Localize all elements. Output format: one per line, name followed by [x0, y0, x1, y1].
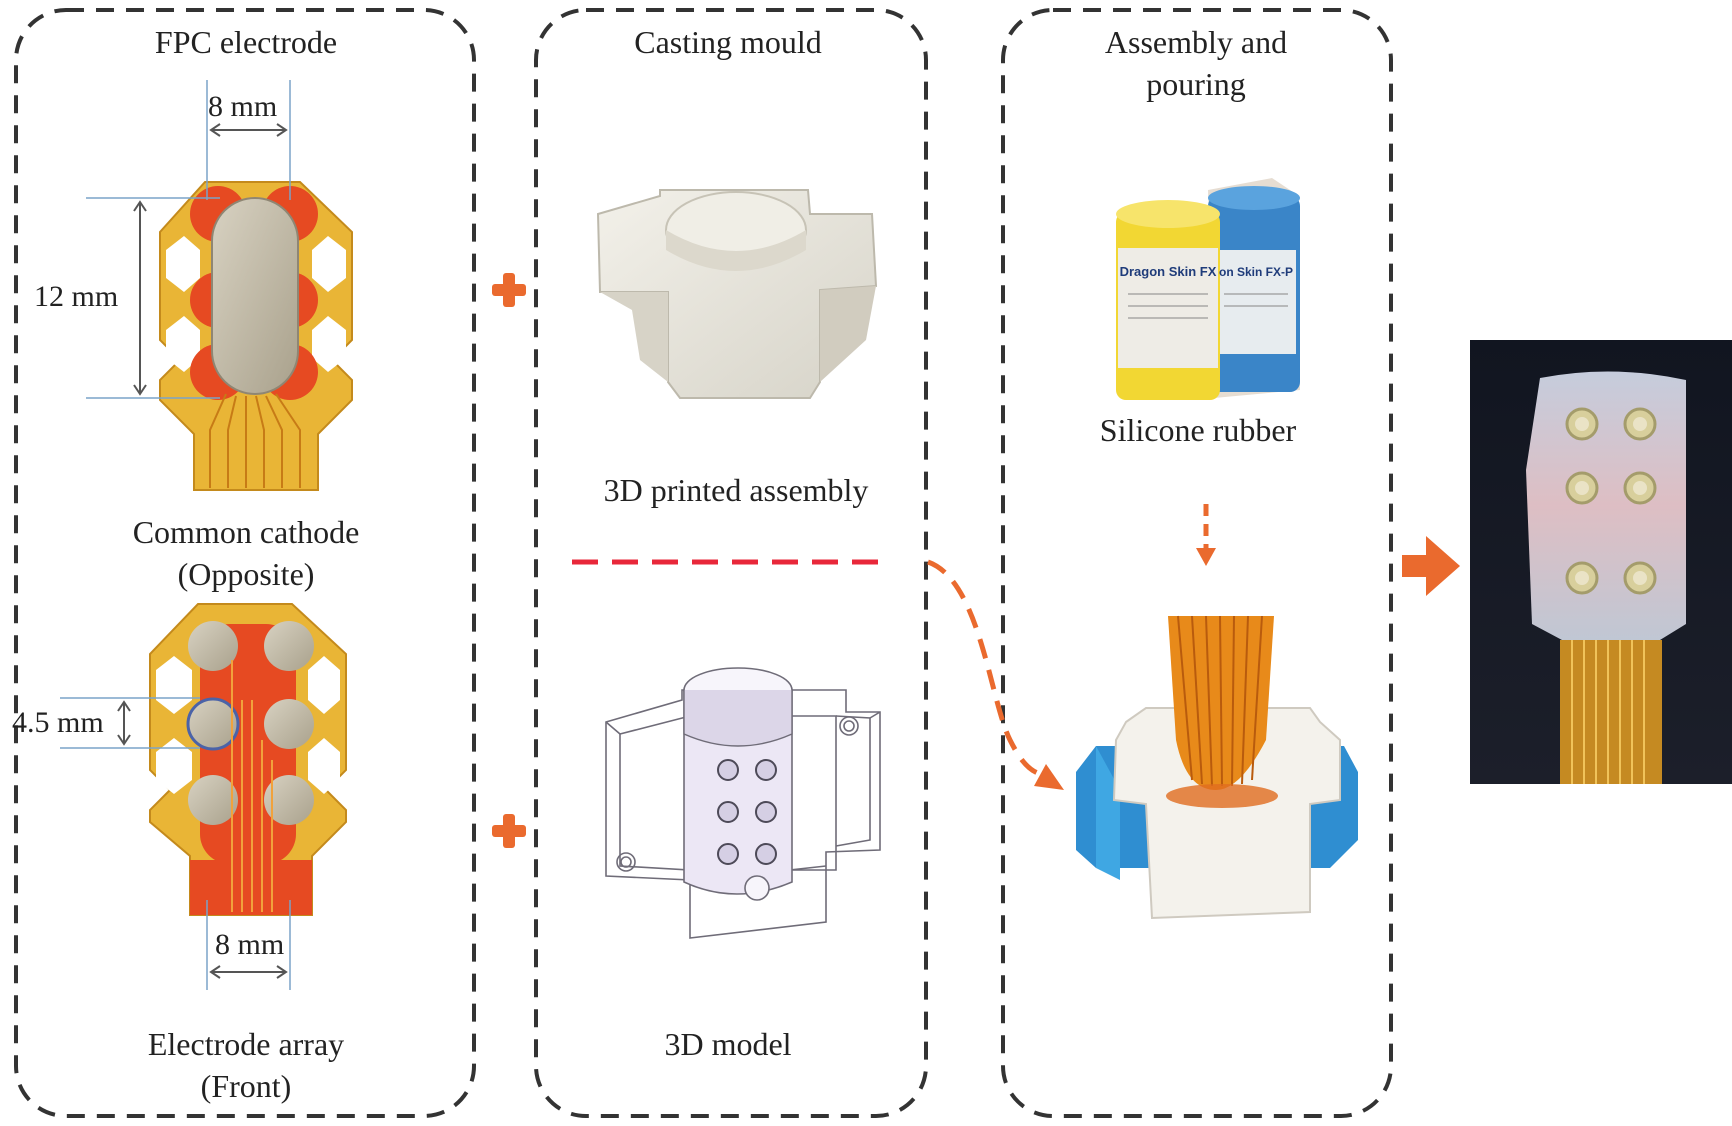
common-cathode-line1: Common cathode: [132, 514, 360, 550]
dimension-arrows-top: [133, 123, 288, 396]
electrode-array-line2: (Front): [200, 1067, 292, 1104]
casting-mould-frame: [534, 8, 928, 1118]
dim-bottom-width-label: 8 mm: [215, 928, 285, 961]
electrode-array-caption: Electrode array (Front): [96, 1024, 396, 1107]
assembly-title-line2: pouring: [1146, 65, 1246, 102]
fpc-electrode-array-image: [149, 603, 347, 916]
left-can-label: Dragon Skin FX: [1120, 264, 1217, 279]
dim-top-width-label: 8 mm: [208, 90, 278, 123]
casting-mould-title: Casting mould: [634, 24, 822, 60]
assembly-pouring-title: Assembly and pouring: [1046, 22, 1346, 105]
dimension-lines-top: [86, 80, 291, 399]
plus-icon-bottom: [492, 814, 526, 848]
plus-icon-top: [492, 273, 526, 307]
silicone-rubber-caption: Silicone rubber: [1099, 412, 1297, 448]
down-arrow-head: [1196, 548, 1216, 566]
fpc-electrode-frame: [14, 8, 476, 1118]
right-can-label: on Skin FX-P: [1219, 265, 1293, 279]
silicone-rubber-image: Dragon Skin FX on Skin FX-P: [1116, 178, 1300, 400]
mould-3d-core: [683, 667, 793, 901]
electrode-array-line1: Electrode array: [147, 1026, 345, 1062]
assembly-title-line1: Assembly and: [1104, 24, 1288, 60]
dim-diameter-label: 4.5 mm: [12, 706, 104, 739]
pouring-assembly-image: [1076, 615, 1358, 920]
right-arrow-icon: [1402, 536, 1460, 596]
fpc-common-cathode-image: [159, 181, 353, 491]
common-cathode-line2: (Opposite): [177, 555, 315, 592]
common-cathode-caption: Common cathode (Opposite): [96, 512, 396, 595]
printed-mould-image: [596, 189, 878, 399]
printed-assembly-caption: 3D printed assembly: [603, 472, 869, 508]
fpc-electrode-title: FPC electrode: [154, 24, 338, 60]
dim-height-label: 12 mm: [34, 280, 119, 313]
final-electrode-photo: [1470, 340, 1732, 784]
model-caption: 3D model: [664, 1026, 792, 1062]
dimension-arrows-bottom: [117, 700, 288, 979]
dimension-lines-bottom: [60, 697, 291, 990]
assembly-pouring-frame: [1001, 8, 1393, 1118]
curved-dashed-arrow: [927, 559, 1054, 783]
curved-arrow-head: [1034, 764, 1064, 790]
